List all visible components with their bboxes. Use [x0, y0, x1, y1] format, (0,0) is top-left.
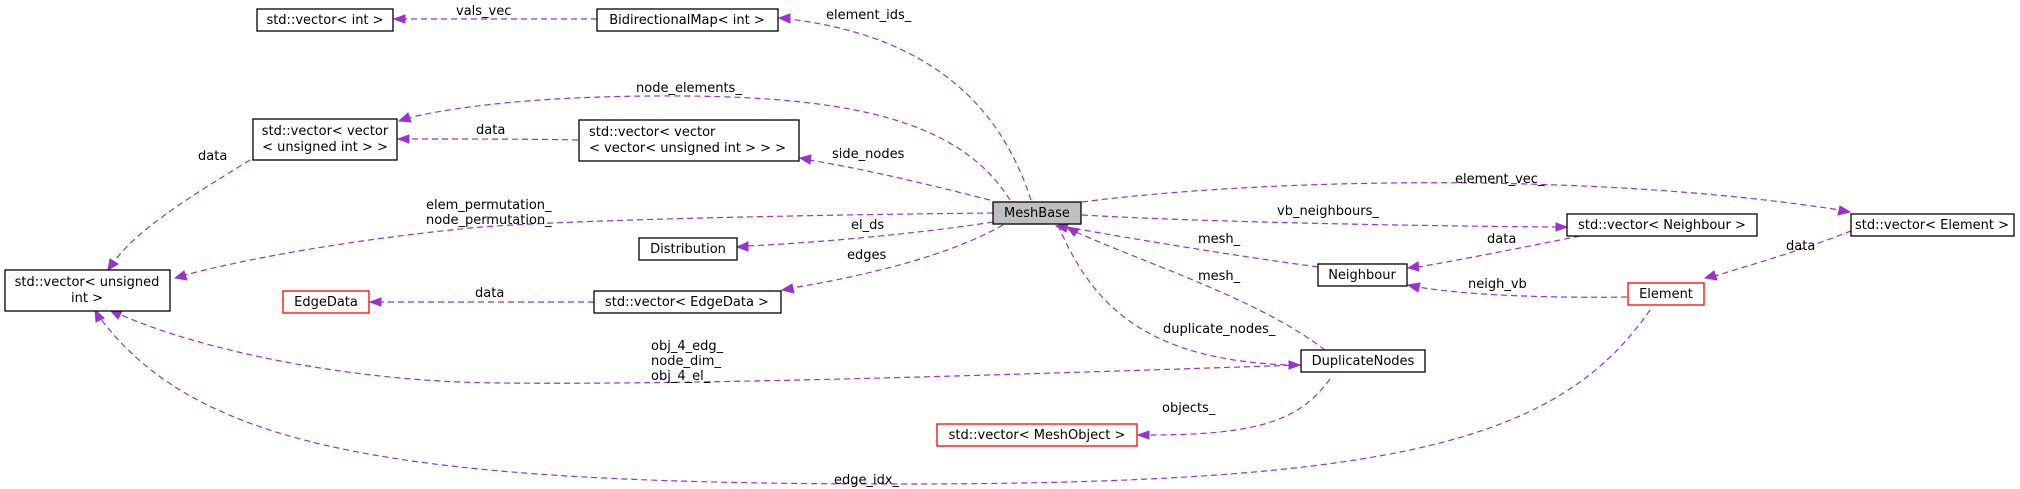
node-label-vec-uint-0: std::vector< unsigned: [15, 275, 160, 290]
node-label-vec-element: std::vector< Element >: [1855, 218, 2009, 233]
edge-el-ds: el_ds: [735, 218, 994, 252]
edge-vals-vec: vals_vec: [392, 4, 597, 24]
node-vec-element[interactable]: std::vector< Element >: [1850, 213, 2015, 237]
edge-label-edge-idx: edge_idx_: [834, 473, 900, 488]
node-label-vec-vec-uint-0: std::vector< vector: [262, 124, 389, 139]
edge-data-element: data: [1703, 222, 1871, 281]
node-vec-vec-uint[interactable]: std::vector< vector < unsigned int > >: [252, 118, 398, 161]
node-label-vec-edgedata: std::vector< EdgeData >: [605, 295, 769, 310]
edge-label-vals-vec: vals_vec: [456, 4, 511, 19]
edge-side-nodes: side_nodes: [798, 147, 991, 201]
edge-data-vvu: data: [396, 123, 579, 144]
node-element[interactable]: Element: [1627, 282, 1705, 306]
node-vec-neighbour[interactable]: std::vector< Neighbour >: [1566, 213, 1758, 237]
edge-objects: objects_: [1136, 378, 1331, 440]
edge-label-element-ids: element_ids_: [826, 8, 912, 23]
node-bidirectional-map[interactable]: BidirectionalMap< int >: [596, 8, 779, 32]
edge-vb-neighbours: vb_neighbours_: [1081, 204, 1569, 232]
node-vec-vec-vec-uint[interactable]: std::vector< vector < vector< unsigned i…: [578, 119, 800, 162]
edge-label-data-vvu: data: [476, 123, 505, 138]
edge-label-elem-permutation-1: node_permutation_: [426, 213, 552, 228]
edge-data-neighbour: data: [1406, 232, 1581, 272]
edge-label-el-ds: el_ds: [851, 218, 884, 233]
edge-edge-idx: edge_idx_: [94, 308, 1651, 488]
node-label-vec-vec-vec-uint-0: std::vector< vector: [589, 125, 716, 140]
node-label-duplicatenodes: DuplicateNodes: [1312, 354, 1415, 369]
edge-mesh-duplicate: mesh_: [1065, 226, 1326, 351]
node-distribution[interactable]: Distribution: [638, 237, 738, 261]
edge-neigh-vb: neigh_vb: [1406, 277, 1628, 298]
edge-duplicate-nodes: duplicate_nodes_: [1057, 224, 1302, 370]
node-std-vector-int[interactable]: std::vector< int >: [256, 8, 394, 32]
edge-label-element-vec: element_vec_: [1455, 172, 1545, 187]
node-edgedata[interactable]: EdgeData: [282, 290, 370, 314]
edge-label-mesh-neighbour: mesh_: [1198, 232, 1241, 247]
edge-node-elements: node_elements_: [397, 81, 1011, 201]
edge-label-neigh-vb: neigh_vb: [1468, 277, 1527, 292]
node-meshbase[interactable]: MeshBase: [992, 201, 1082, 225]
edge-edges: edges: [780, 224, 1004, 294]
edge-label-data-neighbour: data: [1487, 232, 1516, 247]
edge-label-duplicate-nodes: duplicate_nodes_: [1163, 322, 1276, 337]
node-label-meshbase: MeshBase: [1004, 206, 1070, 221]
edge-label-obj-4-1: node_dim_: [651, 354, 721, 369]
node-vec-edgedata[interactable]: std::vector< EdgeData >: [593, 290, 782, 314]
edge-label-obj-4-0: obj_4_edg_: [651, 339, 724, 354]
node-label-vec-uint-1: int >: [71, 291, 103, 306]
edge-label-objects: objects_: [1162, 401, 1216, 416]
edge-label-side-nodes: side_nodes: [832, 147, 905, 162]
edge-label-data-edgedata: data: [475, 286, 504, 301]
edge-element-vec: element_vec_: [1081, 172, 1852, 216]
edge-data-edgedata: data: [368, 286, 594, 307]
node-label-neighbour: Neighbour: [1328, 268, 1396, 283]
node-vec-uint[interactable]: std::vector< unsigned int >: [4, 269, 171, 312]
edge-label-node-elements: node_elements_: [636, 81, 742, 96]
edge-mesh-neighbour: mesh_: [1054, 222, 1319, 268]
edge-label-vb-neighbours: vb_neighbours_: [1277, 204, 1379, 219]
node-neighbour[interactable]: Neighbour: [1317, 263, 1408, 287]
edge-label-mesh-duplicate: mesh_: [1198, 269, 1241, 284]
node-label-bidirectional-map: BidirectionalMap< int >: [609, 13, 765, 28]
node-label-distribution: Distribution: [650, 242, 726, 257]
edge-label-obj-4-2: obj_4_el_: [651, 369, 711, 384]
node-label-std-vector-int: std::vector< int >: [266, 13, 383, 28]
node-label-vec-vec-vec-uint-1: < vector< unsigned int > > >: [589, 141, 786, 156]
node-label-vec-vec-uint-1: < unsigned int > >: [262, 140, 388, 155]
edge-label-data-vu: data: [198, 149, 227, 164]
edge-element-ids: element_ids_: [777, 8, 1032, 201]
node-duplicatenodes[interactable]: DuplicateNodes: [1300, 349, 1426, 373]
edge-label-elem-permutation-0: elem_permutation_: [426, 198, 552, 213]
edge-elem-permutation: elem_permutation_ node_permutation_: [173, 198, 994, 281]
node-vec-meshobject[interactable]: std::vector< MeshObject >: [936, 423, 1138, 447]
edge-obj-4: obj_4_edg_ node_dim_ obj_4_el_: [108, 309, 1301, 384]
edge-label-data-element: data: [1786, 239, 1815, 254]
edge-data-vu: data: [107, 149, 251, 271]
node-label-vec-meshobject: std::vector< MeshObject >: [949, 428, 1126, 443]
node-label-edgedata: EdgeData: [294, 295, 358, 310]
edge-label-edges: edges: [847, 248, 887, 263]
node-label-element: Element: [1639, 287, 1693, 302]
node-label-vec-neighbour: std::vector< Neighbour >: [1578, 218, 1746, 233]
